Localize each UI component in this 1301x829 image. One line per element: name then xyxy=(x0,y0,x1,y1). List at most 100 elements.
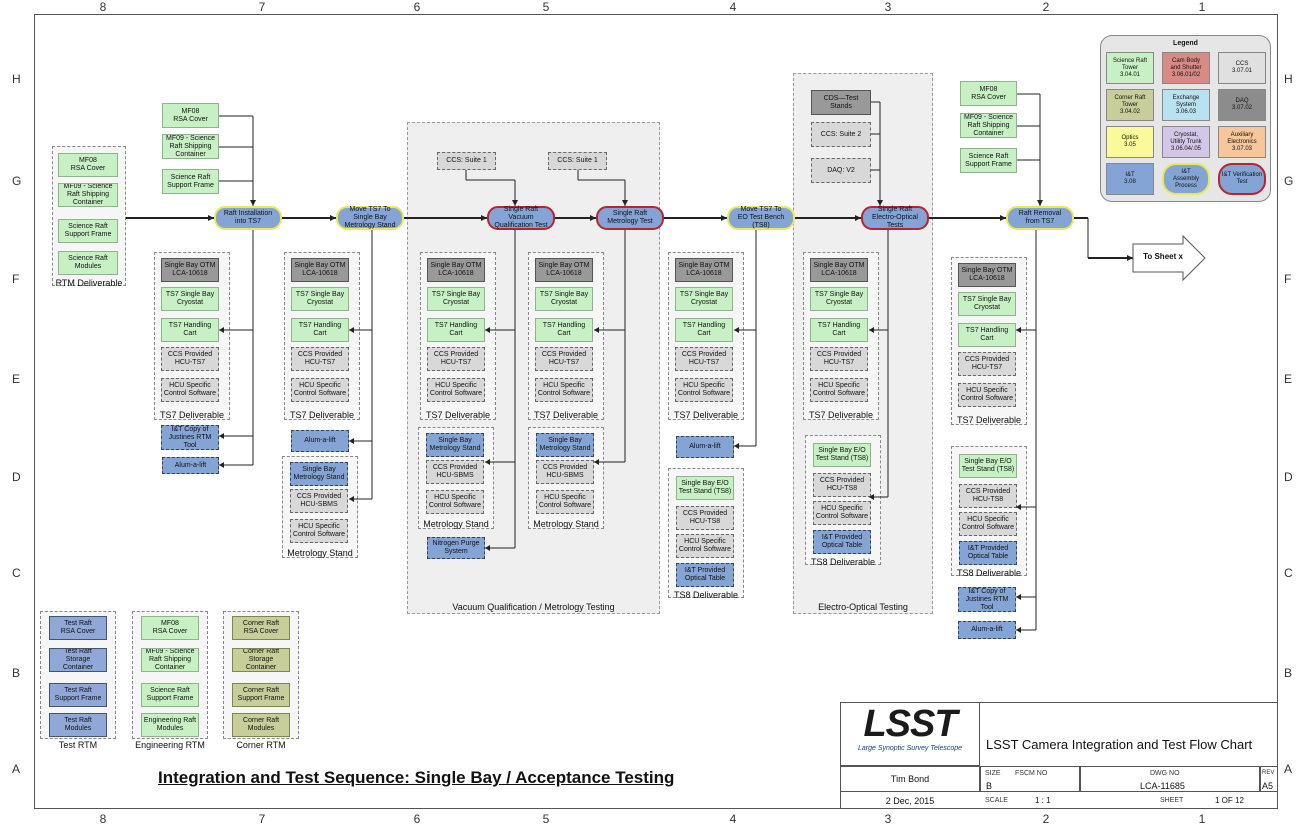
to-sheet-label: To Sheet x xyxy=(1143,252,1183,261)
connector-arrowhead xyxy=(734,443,739,449)
lsst-logo-subtitle: Large Synoptic Survey Telescope xyxy=(857,745,963,752)
ts8-item: HCU Specific Control Software xyxy=(959,512,1017,536)
ts8-item: HCU Specific Control Software xyxy=(813,501,871,525)
process-step: Move TS7 To EO Test Bench (TS8) xyxy=(727,206,795,230)
zone-row-label: H xyxy=(1284,72,1293,86)
rev-cell xyxy=(1260,766,1278,792)
ts7-item: Single Bay OTM LCA-10618 xyxy=(535,258,593,282)
author: Tim Bond xyxy=(890,774,930,784)
metrology-item: HCU Specific Control Software xyxy=(426,490,484,514)
ts7-item: TS7 Single Bay Cryostat xyxy=(427,287,485,311)
ts8-item: I&T Provided Optical Table xyxy=(959,541,1017,565)
process-step: Single Raft Metrology Test xyxy=(596,206,664,230)
zone-row-label: D xyxy=(1284,470,1293,484)
zone-row-label: C xyxy=(12,566,21,580)
ts7-item: Single Bay OTM LCA-10618 xyxy=(427,258,485,282)
process-step: Single Raft Electro-Optical Tests xyxy=(861,206,929,230)
connector-arrowhead xyxy=(721,215,727,221)
top-supply-item: MF09 - Science Raft Shipping Container xyxy=(162,134,219,159)
connector-arrowhead xyxy=(219,327,224,333)
alum-a-lift-item: Alum-a-lift xyxy=(958,621,1016,639)
title-block-logo-cell xyxy=(840,702,980,766)
connector-arrowhead xyxy=(622,200,628,206)
ts8-item: CCS Provided HCU-TS8 xyxy=(676,506,734,530)
connector-arrowhead xyxy=(330,215,336,221)
connector-arrowhead xyxy=(877,200,883,206)
zone-row-label: A xyxy=(1284,762,1293,776)
zone-column-label: 6 xyxy=(413,812,421,826)
fscm-label: FSCM NO xyxy=(1015,770,1048,777)
zone-column-label: 7 xyxy=(258,0,266,14)
nitrogen-purge-item: Nitrogen Purge System xyxy=(427,537,485,559)
main-title: Integration and Test Sequence: Single Ba… xyxy=(158,768,675,787)
ts7-item: CCS Provided HCU-TS7 xyxy=(675,347,733,371)
legend-item: Cam Body and Shutter 3.06.01/02 xyxy=(1162,52,1210,84)
ts7-item: Single Bay OTM LCA-10618 xyxy=(291,258,349,282)
zone-column-label: 8 xyxy=(99,812,107,826)
ts7-item: CCS Provided HCU-TS7 xyxy=(810,347,868,371)
ts7-item: TS7 Handling Cart xyxy=(535,318,593,342)
metrology-item: CCS Provided HCU-SBMS xyxy=(290,489,348,513)
connector-arrowhead xyxy=(1016,327,1021,333)
legend-title: Legend xyxy=(1173,40,1198,47)
ts7-item: TS7 Single Bay Cryostat xyxy=(535,287,593,311)
bottom-rtm-label: Test RTM xyxy=(58,740,98,750)
zone-row-label: B xyxy=(1284,666,1293,680)
ts7-item: TS7 Single Bay Cryostat xyxy=(675,287,733,311)
drawing-frame xyxy=(34,14,1278,809)
connector-arrowhead xyxy=(1016,627,1021,633)
legend-item: I&T Assembly Process xyxy=(1162,163,1210,195)
ts8-item: Single Bay E/O Test Stand (TS8) xyxy=(959,454,1017,478)
zone-row-label: A xyxy=(12,762,21,776)
ts7-item: TS7 Handling Cart xyxy=(810,318,868,342)
metrology-stand-label: Metrology Stand xyxy=(533,519,599,529)
zone-row-label: B xyxy=(12,666,21,680)
rev-label: REV xyxy=(1262,770,1275,776)
ts7-item: HCU Specific Control Software xyxy=(675,378,733,402)
process-step: Single Raft Vacuum Qualification Test xyxy=(487,206,555,230)
zone-column-label: 3 xyxy=(884,812,892,826)
ts8-deliverable-label: TS8 Deliverable xyxy=(810,557,876,567)
zone-column-label: 6 xyxy=(413,0,421,14)
top-supply-item: Science Raft Support Frame xyxy=(960,148,1017,173)
ts7-item: HCU Specific Control Software xyxy=(535,378,593,402)
ts8-item: Single Bay E/O Test Stand (TS8) xyxy=(676,476,734,500)
ts7-deliverable-label: TS7 Deliverable xyxy=(533,410,599,420)
legend-item: Science Raft Tower 3.04.01 xyxy=(1106,52,1154,84)
eo-supply-item: DAQ: V2 xyxy=(811,158,871,183)
vacuum-metrology-section-label: Vacuum Qualification / Metrology Testing xyxy=(452,602,615,612)
top-supply-item: MF08 RSA Cover xyxy=(162,103,219,128)
connector-arrowhead xyxy=(485,459,490,465)
ts8-item: I&T Provided Optical Table xyxy=(813,530,871,554)
ts8-item: Single Bay E/O Test Stand (TS8) xyxy=(813,443,871,467)
connector-arrowhead xyxy=(594,459,599,465)
zone-column-label: 4 xyxy=(729,812,737,826)
alum-a-lift-item: Alum-a-lift xyxy=(162,457,219,474)
ts7-item: Single Bay OTM LCA-10618 xyxy=(675,258,733,282)
connector-arrowhead xyxy=(1016,504,1021,510)
connector-arrowhead xyxy=(219,462,224,468)
ts8-item: CCS Provided HCU-TS8 xyxy=(959,484,1017,508)
dwg-value: LCA-11685 xyxy=(1140,781,1185,791)
zone-column-label: 2 xyxy=(1042,0,1050,14)
ts7-item: HCU Specific Control Software xyxy=(427,378,485,402)
zone-column-label: 8 xyxy=(99,0,107,14)
legend-item: Auxiliary Electronics 3.07.03 xyxy=(1218,126,1266,158)
eo-supply-item: CDS—Test Stands xyxy=(811,90,871,115)
ts7-item: TS7 Handling Cart xyxy=(291,318,349,342)
connector-arrowhead xyxy=(869,327,874,333)
ts7-item: CCS Provided HCU-TS7 xyxy=(291,347,349,371)
rtm-item: MF08 RSA Cover xyxy=(58,153,118,177)
zone-column-label: 7 xyxy=(258,812,266,826)
connector-arrowhead xyxy=(512,200,518,206)
author-cell xyxy=(840,766,980,792)
rtm-item: Science Raft Support Frame xyxy=(58,219,118,243)
bottom-rtm-item: Science Raft Support Frame xyxy=(141,683,199,707)
bottom-rtm-item: Test Raft Storage Container xyxy=(49,648,107,672)
rtm-tool-item: I&T Copy of Justines RTM Tool xyxy=(958,587,1016,612)
connector-arrowhead xyxy=(1000,215,1006,221)
zone-row-label: E xyxy=(1284,372,1293,386)
ts7-item: CCS Provided HCU-TS7 xyxy=(427,347,485,371)
ts7-deliverable-label: TS7 Deliverable xyxy=(673,410,739,420)
